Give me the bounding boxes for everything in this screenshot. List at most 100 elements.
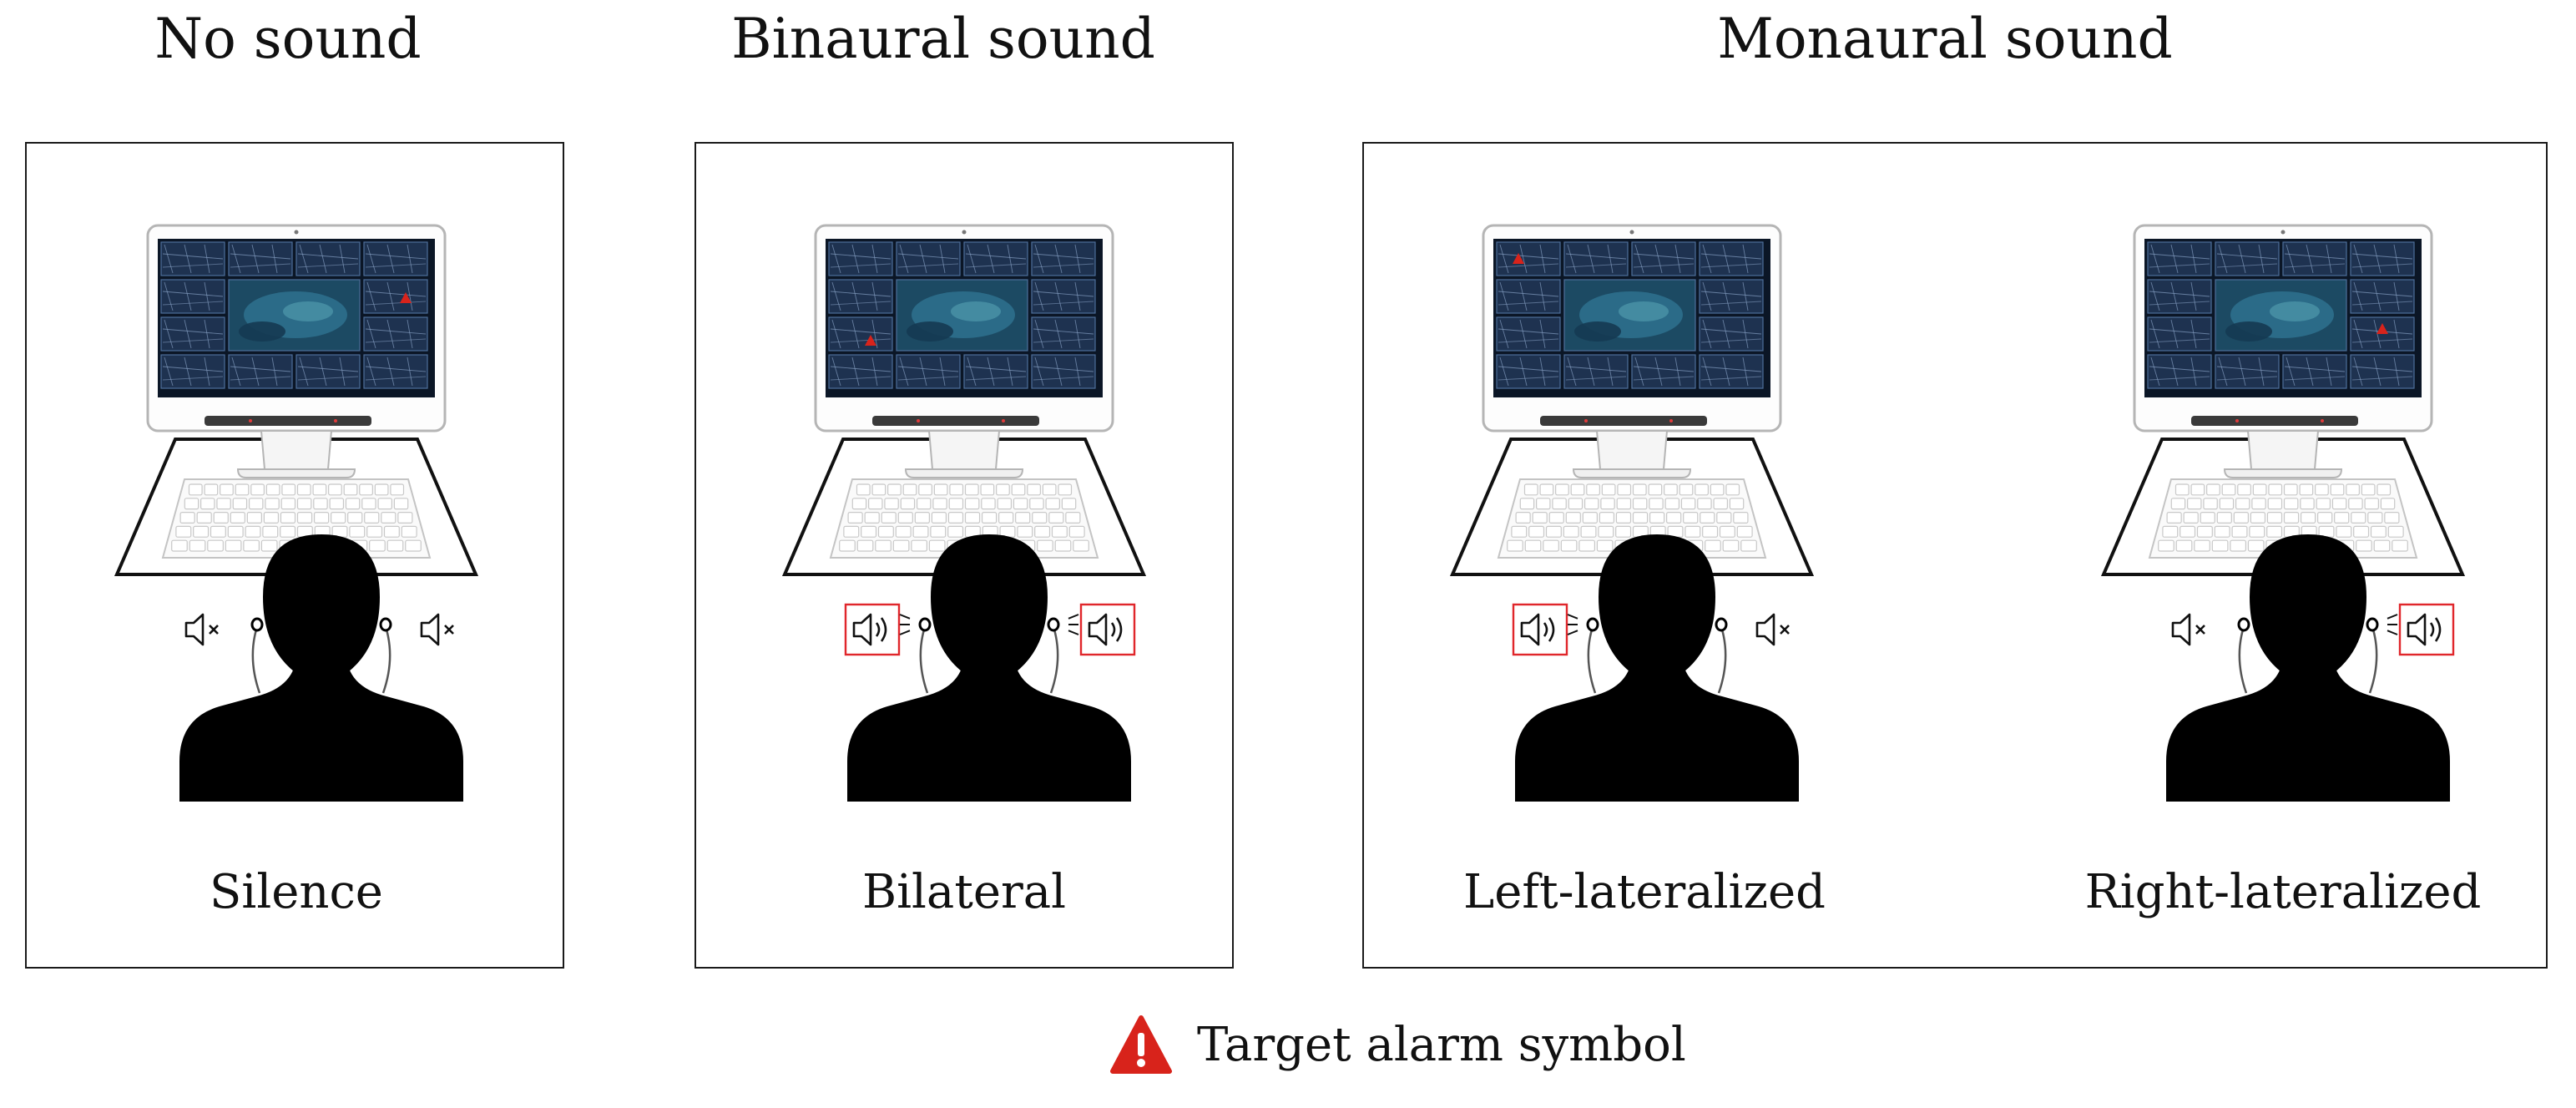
monitor-screen [826, 239, 1103, 397]
target-alarm-icon [1513, 253, 1524, 264]
earbud-right [2366, 617, 2379, 632]
map-tile [160, 241, 225, 276]
map-tile [363, 279, 428, 314]
map-tile [2282, 241, 2347, 276]
speaker-sound-icon-right [1079, 603, 1136, 656]
map-tile [896, 241, 961, 276]
map-tile [828, 241, 893, 276]
speaker-muted-icon-left [2171, 613, 2205, 646]
monitor-bar [205, 416, 371, 426]
map-tile [1496, 354, 1561, 389]
scene-left-lateralized [1373, 142, 1891, 969]
earbud-sound-waves-left [1567, 614, 1578, 635]
map-tile [2147, 279, 2212, 314]
map-tile [1699, 279, 1764, 314]
scene-bilateral [705, 142, 1223, 969]
target-alarm-icon [400, 292, 412, 303]
earbud-cable-left [251, 629, 261, 694]
monitor [814, 224, 1114, 478]
keyboard [2148, 478, 2418, 559]
map-tile [1631, 354, 1696, 389]
scene-illustration [2100, 224, 2466, 802]
person-silhouette [2166, 534, 2450, 802]
speaker-muted-icon-left [184, 613, 219, 646]
map-tile [1699, 316, 1764, 352]
map-tile [2350, 354, 2415, 389]
earbud-right [1715, 617, 1728, 632]
map-tile [1699, 241, 1764, 276]
map-tile [160, 316, 225, 352]
monitor-bar [2191, 416, 2358, 426]
map-tile [1563, 241, 1629, 276]
earbud-left [250, 617, 264, 632]
scene-illustration [114, 224, 479, 802]
scene-silence [38, 142, 555, 969]
warning-triangle-icon [1110, 1015, 1172, 1074]
heading-binaural-sound: Binaural sound [731, 7, 1155, 71]
monitor [146, 224, 447, 478]
monitor-bar [1540, 416, 1707, 426]
legend-label: Target alarm symbol [1197, 1017, 1686, 1072]
monitor-stand [1572, 430, 1692, 478]
heading-monaural-sound: Monaural sound [1717, 7, 2173, 71]
person-silhouette [1515, 534, 1799, 802]
monitor-stand [2223, 430, 2343, 478]
map-tile [2282, 354, 2347, 389]
map-tile [1031, 354, 1096, 389]
caption-left-lateralized: Left-lateralized [1463, 865, 1826, 919]
target-alarm-icon [865, 335, 876, 346]
map-tile [2147, 241, 2212, 276]
map-tile [2147, 316, 2212, 352]
earbud-sound-waves-right [2387, 614, 2398, 635]
map-tile [228, 354, 293, 389]
earbud-cable-left [919, 629, 929, 694]
earbud-cable-right [1717, 629, 1727, 694]
earbud-cable-right [1049, 629, 1059, 694]
earbud-left [918, 617, 932, 632]
map-tile [828, 316, 893, 352]
speaker-highlight-box-right [1079, 603, 1136, 656]
scene-illustration [781, 224, 1147, 802]
map-tile [896, 354, 961, 389]
monitor-screen [158, 239, 435, 397]
earbud-left [1586, 617, 1599, 632]
monitor [2133, 224, 2433, 478]
speaker-sound-icon-right [2398, 603, 2455, 656]
map-tile [2350, 279, 2415, 314]
map-tile [228, 241, 293, 276]
person-silhouette [179, 534, 463, 802]
map-tile [2215, 354, 2280, 389]
speaker-highlight-box-left [844, 603, 901, 656]
monitor-stand [236, 430, 356, 478]
keyboard [161, 478, 432, 559]
target-alarm-icon [2376, 323, 2388, 334]
map-tile [1631, 241, 1696, 276]
person-silhouette [847, 534, 1131, 802]
map-tile [828, 354, 893, 389]
map-tile [2350, 241, 2415, 276]
earbud-cable-right [381, 629, 391, 694]
earbud-left [2237, 617, 2250, 632]
speaker-muted-icon-right [1755, 613, 1790, 646]
map-tile [2215, 241, 2280, 276]
map-tile [160, 354, 225, 389]
map-tile [1031, 279, 1096, 314]
earbud-right [1047, 617, 1060, 632]
scene-right-lateralized [2024, 142, 2542, 969]
speaker-highlight-box-left [1512, 603, 1568, 656]
heading-no-sound: No sound [154, 7, 422, 71]
keyboard [829, 478, 1099, 559]
earbud-right [379, 617, 392, 632]
legend: Target alarm symbol [1110, 1007, 1686, 1082]
earbud-cable-right [2368, 629, 2378, 694]
map-tile [1031, 316, 1096, 352]
map-tile [963, 241, 1028, 276]
speaker-sound-icon-left [844, 603, 901, 656]
scene-illustration [1449, 224, 1815, 802]
map-tile [363, 241, 428, 276]
map-tile [363, 316, 428, 352]
map-tile [1496, 279, 1561, 314]
earbud-cable-left [2238, 629, 2248, 694]
speaker-sound-icon-left [1512, 603, 1568, 656]
map-tile [828, 279, 893, 314]
